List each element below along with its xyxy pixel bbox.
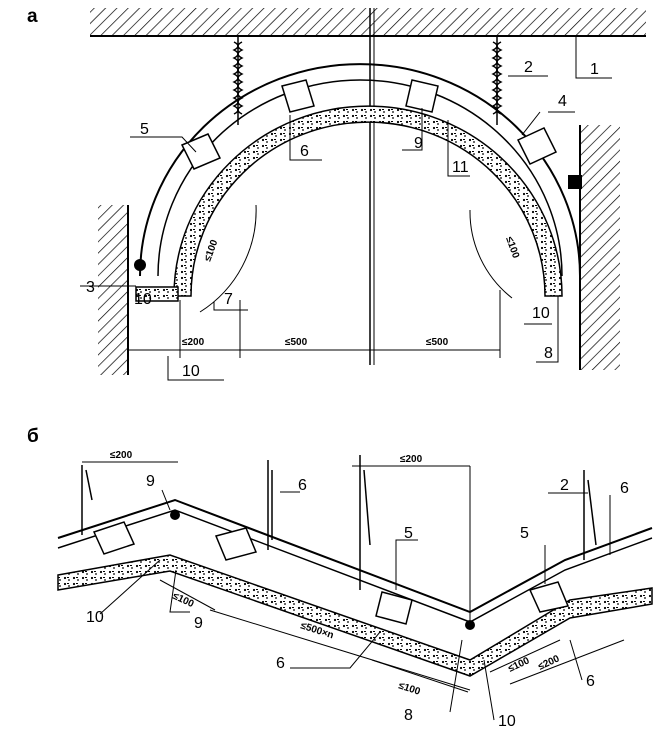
panel-b-clamps	[92, 521, 570, 625]
left-wall	[98, 205, 129, 375]
dim-b-100-mid: ≤100	[397, 680, 422, 697]
label-a-4: 4	[558, 93, 567, 110]
vault-profile	[139, 63, 581, 277]
hanger-spring-left	[232, 36, 244, 125]
panel-a-letter: а	[27, 6, 38, 27]
right-wall	[579, 125, 620, 370]
panel-b-dimensions	[82, 461, 625, 693]
dim-b-100-left: ≤100	[171, 591, 196, 611]
dim-a-500-left: ≤500	[285, 337, 308, 348]
folded-cladding	[57, 554, 653, 677]
vault-cladding	[173, 105, 563, 297]
label-a-1: 1	[590, 61, 599, 78]
dim-a-500-right: ≤500	[426, 337, 449, 348]
dim-a-100-left: ≤100	[202, 238, 220, 263]
label-b-6-b: 6	[276, 655, 285, 672]
label-a-6: 6	[300, 143, 309, 160]
vault-clamps	[180, 79, 558, 170]
label-a-11: 11	[452, 159, 469, 176]
label-b-5-a: 5	[404, 525, 413, 542]
label-b-2: 2	[560, 477, 569, 494]
label-a-9: 9	[414, 135, 423, 152]
label-a-5: 5	[140, 121, 149, 138]
label-a-10-left: 10	[134, 291, 152, 308]
dim-a-200: ≤200	[182, 337, 205, 348]
label-a-10-bottom: 10	[182, 363, 200, 380]
label-a-2: 2	[524, 59, 533, 76]
ceiling-slab	[90, 8, 646, 37]
dim-a-100-right: ≤100	[503, 235, 521, 260]
panel-b-leaders	[99, 489, 611, 721]
label-b-6-d: 6	[620, 480, 629, 497]
label-a-7: 7	[224, 291, 233, 308]
label-b-9-top: 9	[146, 473, 155, 490]
panel-a-leaders	[80, 36, 612, 381]
label-b-9-bottom: 9	[194, 615, 203, 632]
label-a-8: 8	[544, 345, 553, 362]
label-b-8: 8	[404, 707, 413, 724]
dim-b-200-top: ≤200	[400, 454, 423, 465]
panel-b: б	[27, 426, 653, 730]
dim-b-100-right: ≤100	[507, 655, 532, 675]
panel-a-dimensions	[128, 204, 513, 358]
label-a-3: 3	[86, 279, 95, 296]
dim-b-200-right: ≤200	[537, 653, 562, 673]
label-b-5-b: 5	[520, 525, 529, 542]
label-a-10-right: 10	[532, 305, 550, 322]
label-b-6-c: 6	[586, 673, 595, 690]
panel-b-letter: б	[27, 426, 39, 447]
label-b-10-right: 10	[498, 713, 516, 730]
dim-b-200-left: ≤200	[110, 450, 133, 461]
label-b-6-a: 6	[298, 477, 307, 494]
panel-a: а	[27, 6, 646, 381]
label-b-10-left: 10	[86, 609, 104, 626]
panel-b-hangers	[81, 455, 597, 590]
